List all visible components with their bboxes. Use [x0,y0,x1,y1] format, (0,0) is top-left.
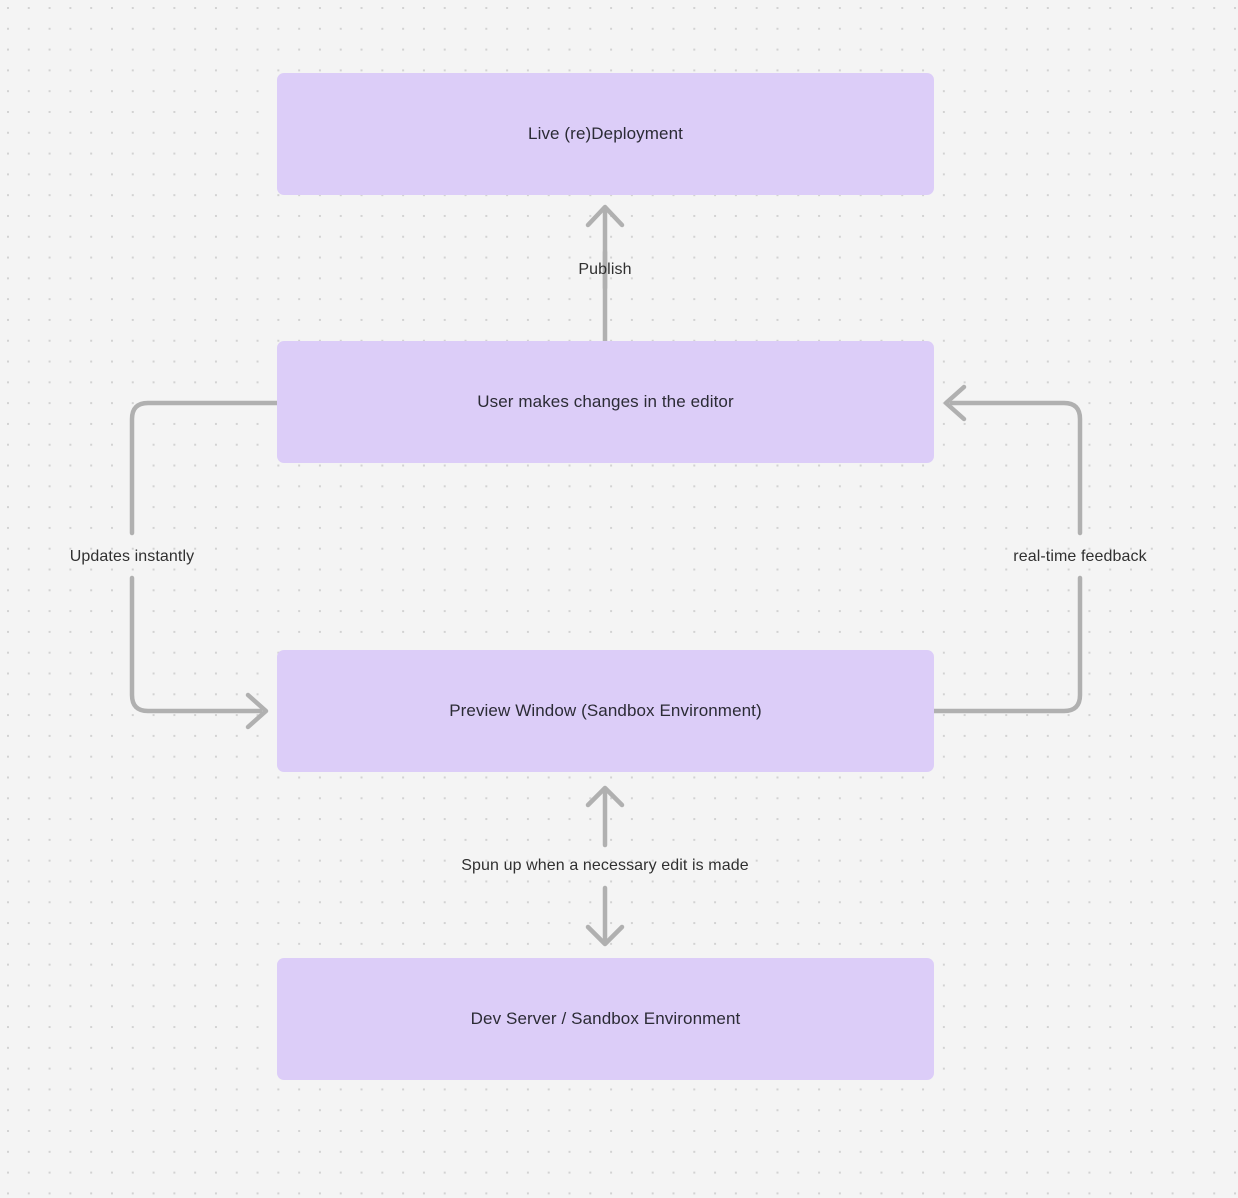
edge-updates-instantly-upper [129,400,280,536]
edge-realtime-feedback-upper [949,400,1083,536]
node-preview-window-label: Preview Window (Sandbox Environment) [449,701,762,720]
edge-updates-instantly-arrowhead [245,692,269,730]
edge-spun-up-down-arrowhead [585,924,625,947]
edge-label-publish: Publish [578,261,632,278]
edge-label-real-time-feedback: real-time feedback [1013,548,1147,565]
edge-realtime-feedback-arrowhead [943,384,967,422]
edge-publish-arrowhead [585,204,625,228]
node-user-edits[interactable]: User makes changes in the editor [277,341,934,463]
node-dev-server-label: Dev Server / Sandbox Environment [470,1009,741,1028]
node-preview-window[interactable]: Preview Window (Sandbox Environment) [277,650,934,772]
edge-spun-up-up-arrowhead [585,785,625,808]
edge-updates-instantly-lower [129,575,263,714]
node-live-deployment[interactable]: Live (re)Deployment [277,73,934,195]
edge-label-spun-up: Spun up when a necessary edit is made [461,857,749,874]
node-user-edits-label: User makes changes in the editor [477,392,734,411]
edge-realtime-feedback-lower [931,575,1083,714]
edge-label-updates-instantly: Updates instantly [69,548,195,565]
node-live-deployment-label: Live (re)Deployment [528,124,683,143]
node-dev-server[interactable]: Dev Server / Sandbox Environment [277,958,934,1080]
